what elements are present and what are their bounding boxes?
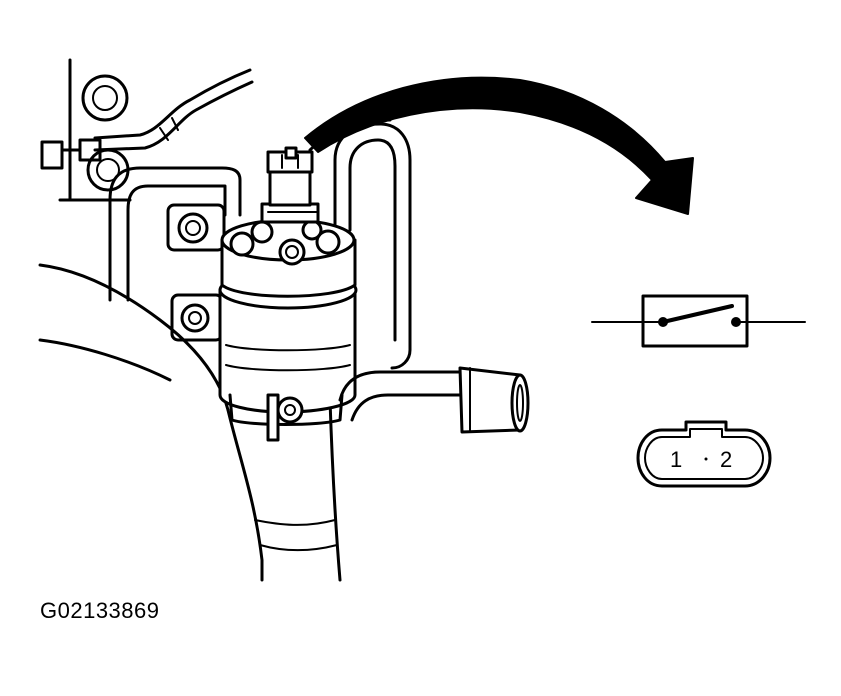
pin-1-label: 1 — [670, 447, 682, 472]
figure-code: G02133869 — [40, 598, 160, 623]
pressure-switch — [260, 146, 320, 224]
ac-line-left — [108, 166, 242, 302]
connector-face: 1 2 — [636, 420, 772, 488]
thin-line-tube — [93, 68, 254, 152]
outlet-hose — [338, 366, 530, 434]
upper-bracket — [40, 58, 132, 202]
curved-arrow-icon — [304, 76, 694, 215]
mounting-tabs — [166, 203, 226, 342]
large-hose — [38, 263, 342, 582]
clamp-band — [228, 393, 344, 442]
normally-open-switch-icon — [591, 294, 806, 348]
accumulator — [218, 218, 358, 414]
pin-2-label: 2 — [720, 447, 732, 472]
